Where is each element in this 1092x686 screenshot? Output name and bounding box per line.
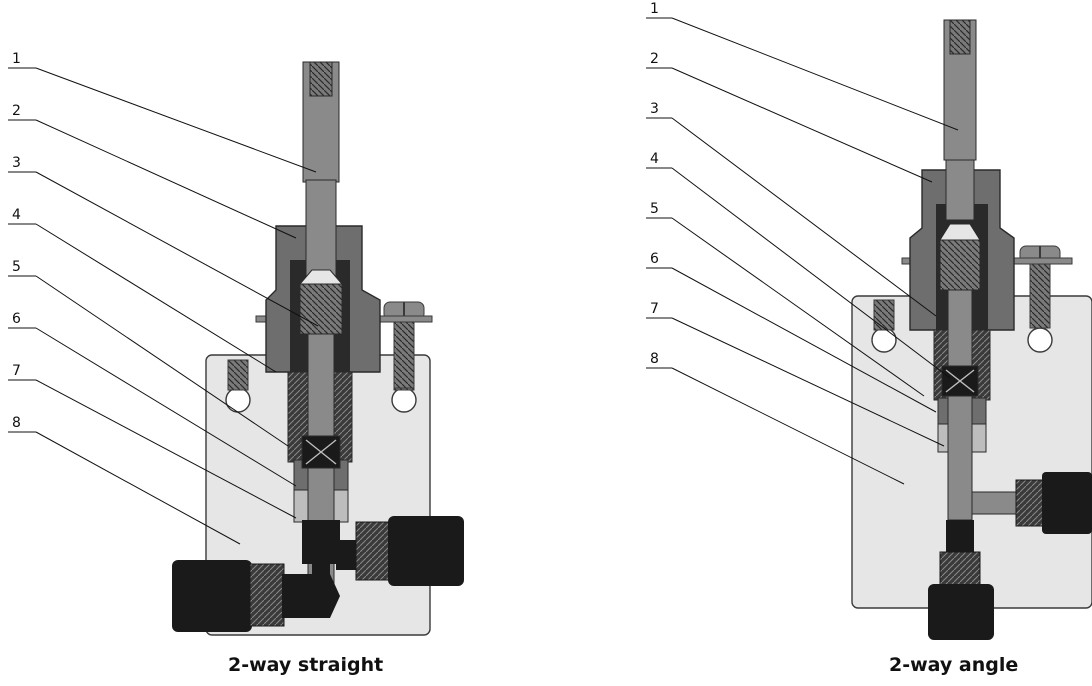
- svg-text:5: 5: [12, 259, 21, 275]
- callout-7-right: 7: [646, 301, 945, 447]
- caption-2-way-angle: 2-way angle: [889, 654, 1019, 676]
- svg-text:4: 4: [650, 151, 659, 167]
- inlet-cone-left: [282, 574, 340, 618]
- callout-4-left: 4: [8, 207, 277, 373]
- stem-thread: [299, 283, 343, 335]
- mount-hole-left: [225, 387, 251, 413]
- svg-text:5: 5: [650, 201, 659, 217]
- svg-text:8: 8: [650, 351, 659, 367]
- svg-text:1: 1: [650, 1, 659, 17]
- svg-text:6: 6: [650, 251, 659, 267]
- angle-mount-thread-right: [1029, 261, 1051, 329]
- svg-text:1: 1: [12, 51, 21, 67]
- inlet-nut-left: [172, 560, 252, 632]
- angle-callouts: 1 2 3 4 5 6 7: [646, 1, 959, 485]
- callout-6-right: 6: [646, 251, 937, 413]
- svg-text:2: 2: [12, 103, 21, 119]
- svg-text:3: 3: [12, 155, 21, 171]
- angle-outlet-thread: [1015, 479, 1045, 527]
- angle-stem-lower: [947, 289, 973, 521]
- angle-mount-thread-left: [873, 299, 895, 331]
- angle-valve-illustration: [851, 19, 1092, 640]
- callout-6-left: 6: [8, 311, 297, 487]
- callout-5-left: 5: [8, 259, 289, 447]
- inlet-thread-left: [249, 563, 285, 627]
- outlet-thread-right: [355, 521, 391, 581]
- svg-text:2: 2: [650, 51, 659, 67]
- mount-hole-right: [391, 387, 417, 413]
- callout-1-right: 1: [646, 1, 959, 131]
- outlet-nut-right: [388, 516, 464, 586]
- angle-mount-hole-right: [1027, 327, 1053, 353]
- svg-text:8: 8: [12, 415, 21, 431]
- angle-outlet-nut: [1042, 472, 1092, 534]
- mount-thread-left: [227, 359, 249, 391]
- callout-7-left: 7: [8, 363, 297, 519]
- angle-bottom-thread: [939, 551, 981, 587]
- flow-channel: [302, 520, 340, 564]
- callout-2-left: 2: [8, 103, 297, 239]
- svg-text:4: 4: [12, 207, 21, 223]
- stem-body: [305, 179, 337, 281]
- angle-stem-thread: [939, 239, 981, 291]
- angle-stem-body: [945, 159, 975, 221]
- callout-3-right: 3: [646, 101, 937, 317]
- svg-text:6: 6: [12, 311, 21, 327]
- angle-stem-tip-thread: [949, 19, 971, 55]
- svg-text:3: 3: [650, 101, 659, 117]
- angle-mount-hole-left: [871, 327, 897, 353]
- callout-1-left: 1: [8, 51, 317, 173]
- svg-text:7: 7: [12, 363, 21, 379]
- callout-8-right: 8: [646, 351, 905, 485]
- callout-4-right: 4: [646, 151, 951, 379]
- svg-text:7: 7: [650, 301, 659, 317]
- callout-5-right: 5: [646, 201, 925, 397]
- straight-valve-illustration: [172, 61, 464, 636]
- panel-screw-shank: [393, 317, 415, 389]
- angle-bottom-nut: [928, 584, 994, 640]
- stem-tip-thread: [309, 61, 333, 97]
- straight-callouts: 1 2 3 4 5 6 7: [8, 51, 319, 545]
- callout-3-left: 3: [8, 155, 319, 327]
- angle-outlet-port: [971, 491, 1019, 515]
- caption-2-way-straight: 2-way straight: [228, 654, 384, 676]
- callout-2-right: 2: [646, 51, 933, 183]
- callout-8-left: 8: [8, 415, 241, 545]
